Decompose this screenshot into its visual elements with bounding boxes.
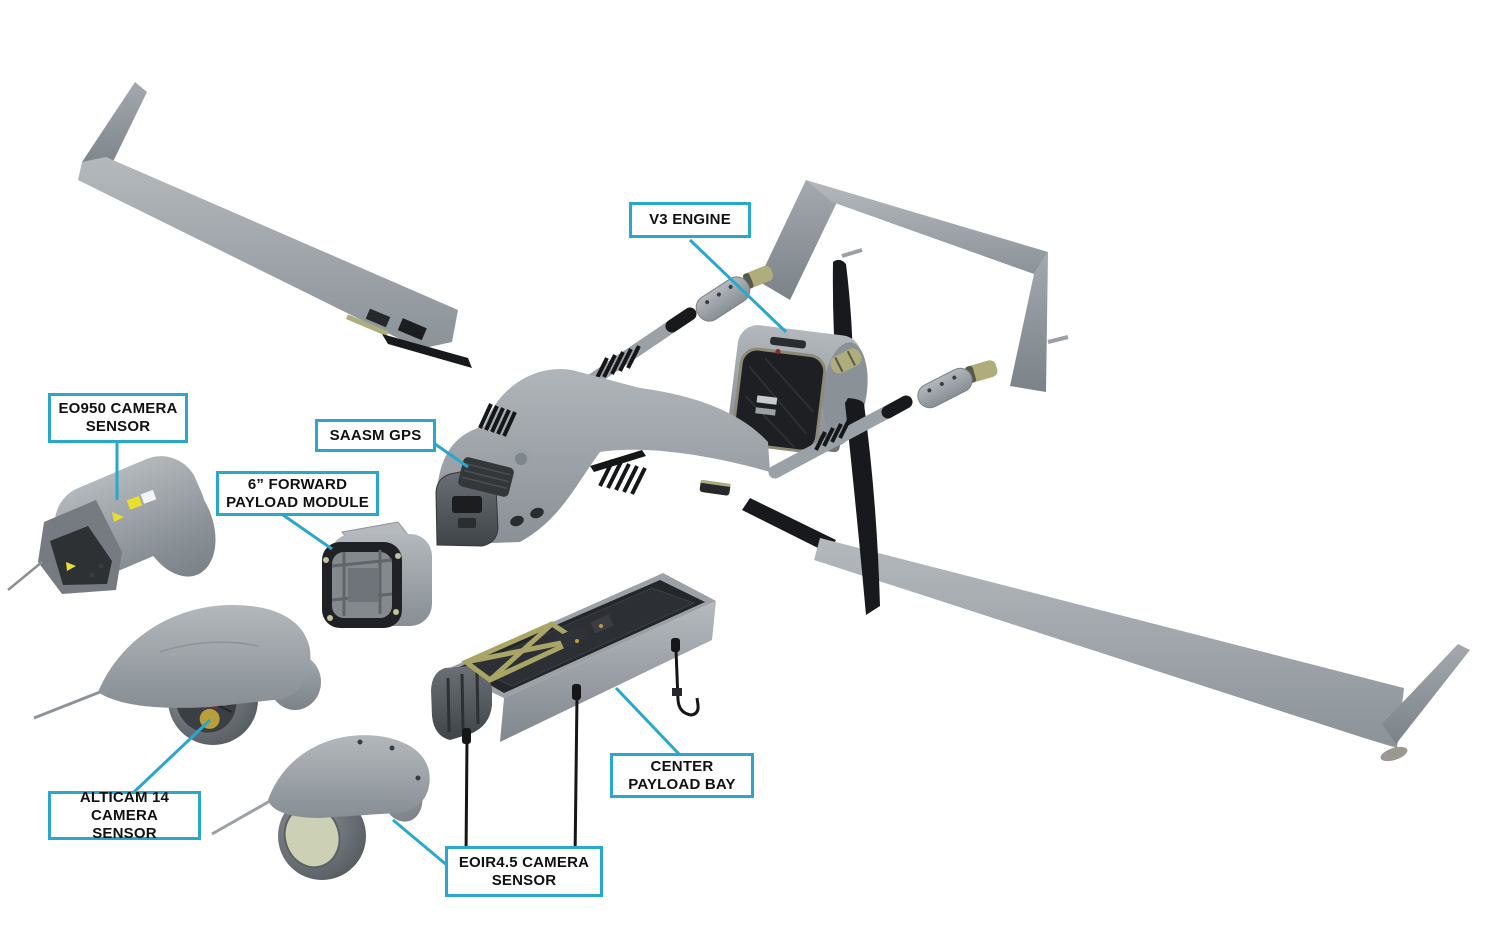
fuselage-hatch-a <box>478 403 517 437</box>
bay-antennas <box>462 638 700 861</box>
saasm-gps-module <box>458 457 514 497</box>
right-wing <box>742 498 1470 762</box>
leader-saasm-gps <box>434 442 469 469</box>
left-wing-spar <box>382 334 472 368</box>
eo950-camera-sensor-pod <box>7 456 216 594</box>
leader-alticam <box>132 718 212 794</box>
boom-hatch-right <box>814 419 851 451</box>
tail-connector-left <box>742 265 774 289</box>
eoir45-camera-sensor-pod <box>211 735 430 880</box>
right-winglet <box>1382 644 1470 744</box>
alticam14-camera-sensor-pod <box>33 604 321 745</box>
right-wing-spar <box>742 498 836 553</box>
leader-lines <box>115 238 788 868</box>
boom-coupler-left <box>695 276 751 322</box>
callout-alticam14-camera-sensor: ALTICAM 14 CAMERA SENSOR <box>48 789 201 842</box>
fuselage <box>435 368 770 547</box>
callout-saasm-gps: SAASM GPS <box>315 419 436 452</box>
fuselage-hatch-b <box>590 450 647 495</box>
tail-booms <box>541 276 973 479</box>
leader-v3-engine <box>688 238 788 334</box>
callout-center-payload-bay: CENTER PAYLOAD BAY <box>610 753 754 798</box>
leader-forward-module <box>282 513 333 551</box>
callout-eo950-camera-sensor: EO950 CAMERA SENSOR <box>48 393 188 443</box>
leader-eoir <box>392 818 449 868</box>
boom-fitting-olive <box>830 348 862 374</box>
leader-center-bay <box>614 686 681 756</box>
eoir-pitot-tube <box>211 799 271 836</box>
boom-hatch-left <box>594 345 641 381</box>
callout-forward-payload-module: 6” FORWARD PAYLOAD MODULE <box>216 471 379 516</box>
v3-engine-pod <box>728 325 880 615</box>
alticam-pitot-tube <box>33 690 101 720</box>
tail-assembly <box>742 180 1069 392</box>
center-payload-bay <box>431 573 716 861</box>
propeller-lower-blade <box>845 398 880 615</box>
boom-coupler-right <box>917 367 973 409</box>
eo950-antenna <box>7 561 43 591</box>
forward-payload-module <box>322 521 432 628</box>
callout-v3-engine: V3 ENGINE <box>629 202 751 238</box>
callout-eoir45-camera-sensor: EOIR4.5 CAMERA SENSOR <box>445 846 603 897</box>
left-wing <box>78 82 472 368</box>
